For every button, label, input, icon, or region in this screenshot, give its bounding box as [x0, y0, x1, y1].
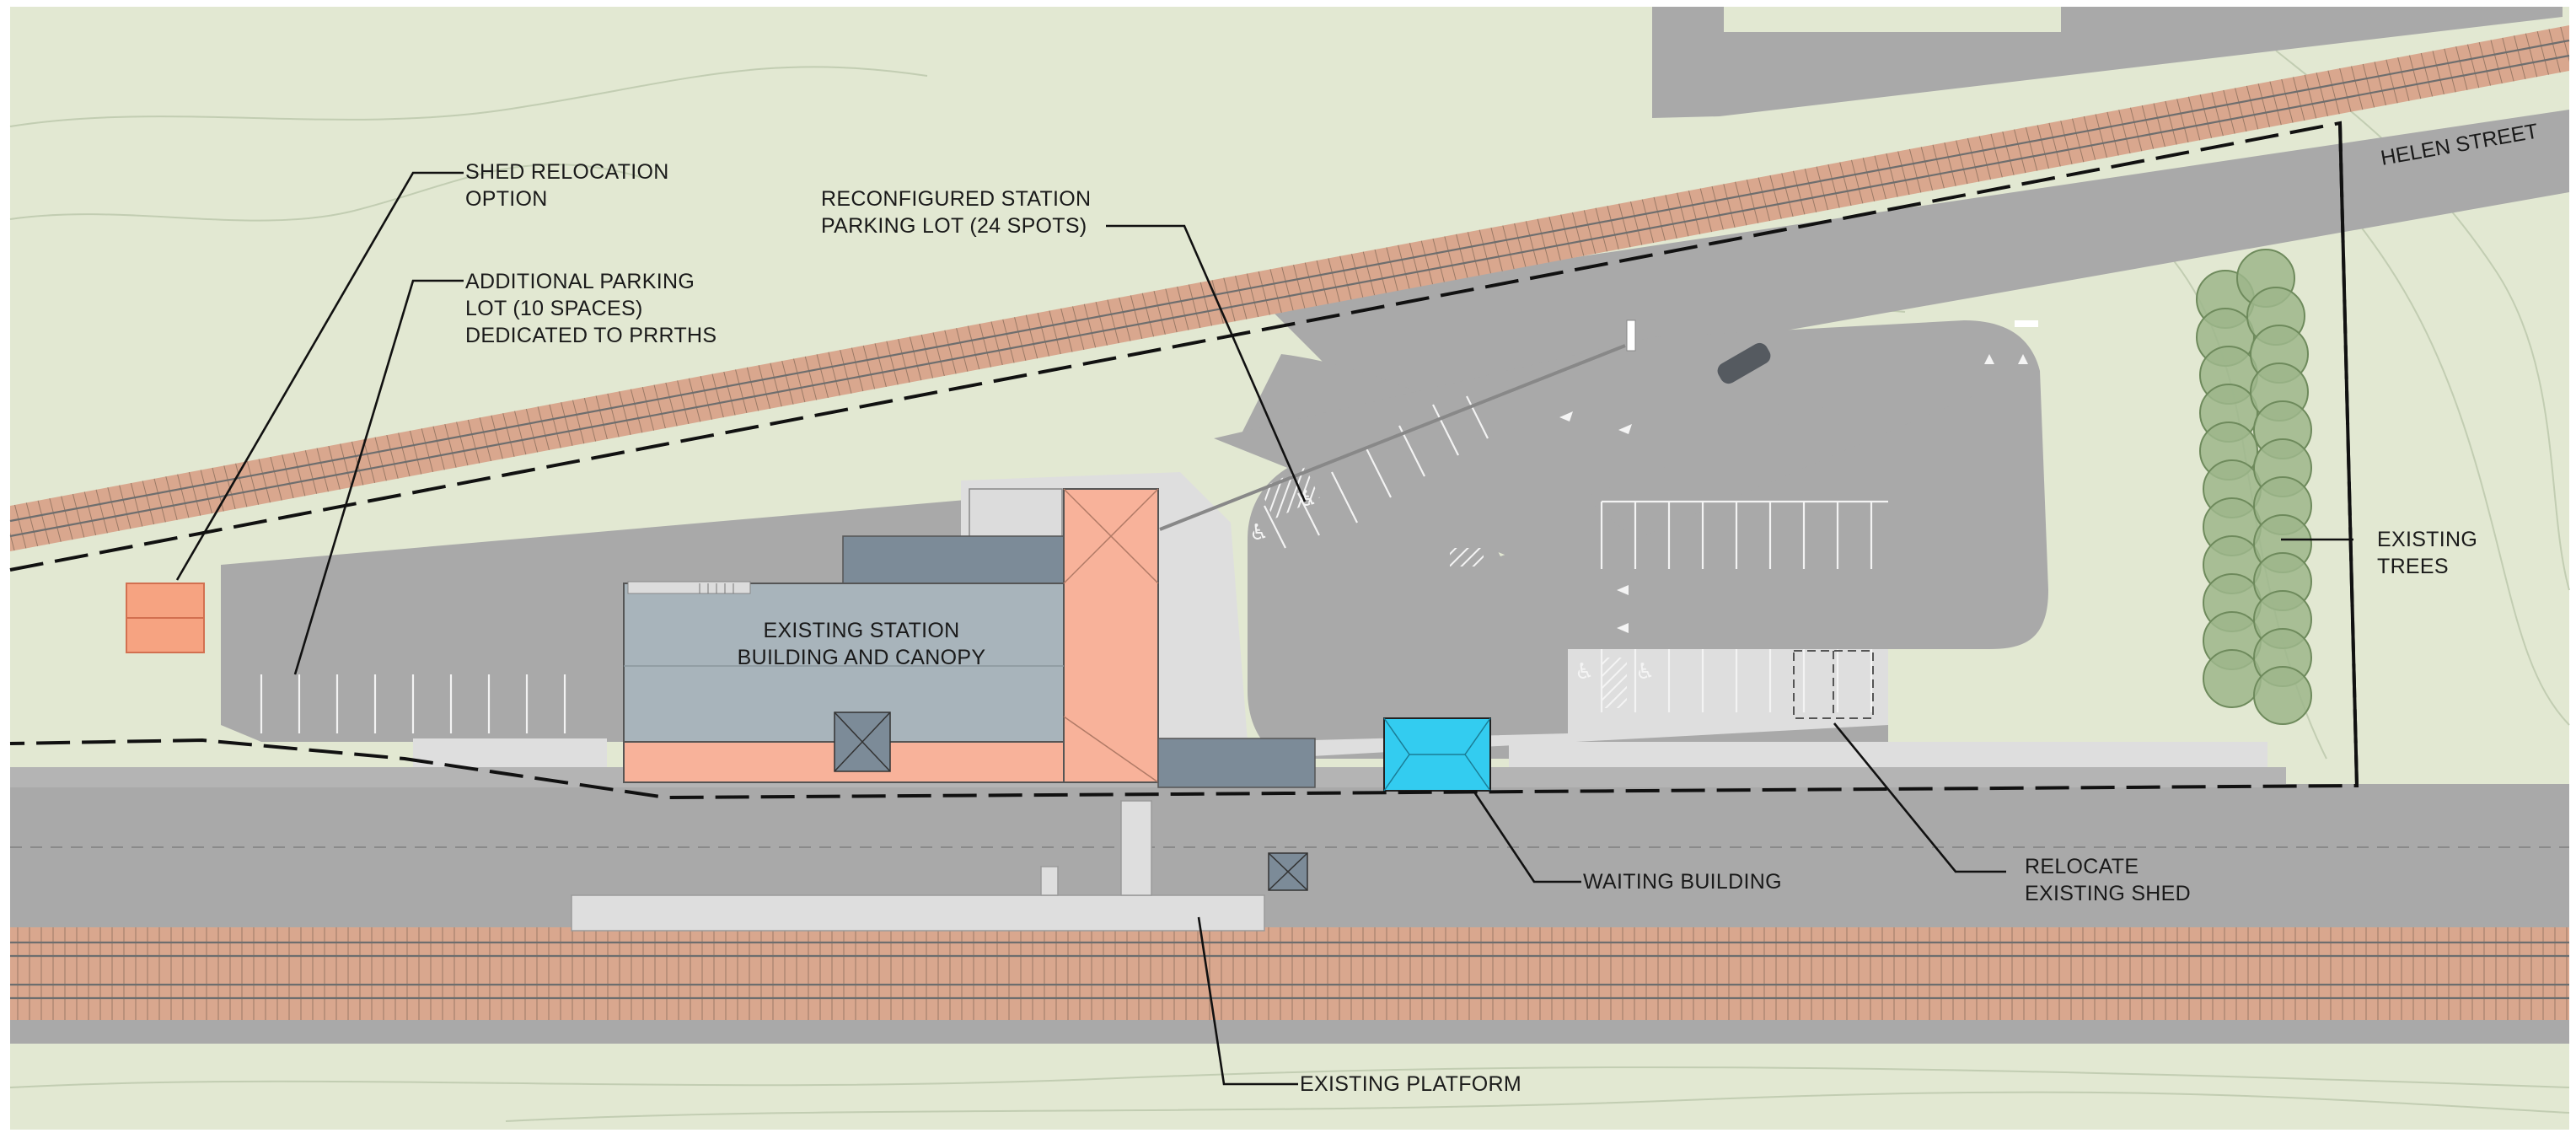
- relocate-shed-label: RELOCATE: [2025, 855, 2139, 878]
- accessible-parking-icon: ♿: [1635, 659, 1655, 685]
- station-paving: [961, 472, 1888, 784]
- accessible-parking-icon: ♿: [1249, 520, 1269, 545]
- upper-road: [1652, 7, 2563, 118]
- lower-railway: [10, 927, 2569, 1044]
- existing-trees-label-line2: TREES: [2377, 555, 2449, 578]
- shed-relocation-option: [126, 583, 205, 653]
- additional-parking-label-line3: DEDICATED TO PRRTHS: [465, 324, 716, 347]
- parking-stalls: [260, 395, 1888, 733]
- hatch-curb: [1450, 548, 1484, 566]
- ramp-wall: [1159, 344, 1626, 531]
- tree-icon: [2196, 249, 2312, 725]
- existing-station-label: EXISTING STATION: [763, 619, 959, 642]
- reconfigured-parking-label-line2: PARKING LOT (24 SPOTS): [821, 214, 1087, 238]
- upper-railway: [9, 25, 2570, 551]
- existing-station-building: [623, 488, 1159, 783]
- existing-platform: [571, 800, 1265, 932]
- shed-relocation-label: SHED RELOCATION: [465, 160, 669, 184]
- leader-lines: [175, 171, 2353, 1086]
- dark-canopy-extension: [1157, 738, 1316, 788]
- existing-platform-label: EXISTING PLATFORM: [1300, 1072, 1521, 1096]
- waiting-building: [1383, 717, 1491, 792]
- stop-bar: [2015, 320, 2038, 327]
- additional-parking-label-line2: LOT (10 SPACES): [465, 297, 643, 320]
- accessible-parking-icon: ♿: [1298, 486, 1318, 512]
- existing-trees-label: EXISTING: [2377, 528, 2477, 551]
- helen-street-road: [1264, 110, 2569, 405]
- hatch-accessible-aisle: [1259, 467, 1320, 519]
- relocate-shed-label-line2: EXISTING SHED: [2025, 882, 2191, 905]
- shed-relocation-label-line2: OPTION: [465, 187, 548, 211]
- reconfigured-parking-label: RECONFIGURED STATION: [821, 187, 1091, 211]
- vehicle-icon: [1717, 342, 1771, 384]
- additional-parking-label: ADDITIONAL PARKING: [465, 270, 695, 293]
- property-boundary-right: [2338, 122, 2359, 787]
- upper-road-notch: [1724, 7, 2061, 32]
- direction-arrow-icon: [1559, 354, 2028, 633]
- existing-station-label-line2: BUILDING AND CANOPY: [738, 646, 986, 669]
- accessible-parking-icon: ♿: [1575, 659, 1594, 685]
- parking-aisle: [1585, 354, 1972, 540]
- existing-shed-outline: [1793, 650, 1874, 719]
- waiting-building-label: WAITING BUILDING: [1583, 870, 1782, 894]
- platform-shelter: [1268, 852, 1308, 891]
- gate-post: [1626, 319, 1636, 352]
- hatch-accessible-aisle-2: [1602, 658, 1627, 708]
